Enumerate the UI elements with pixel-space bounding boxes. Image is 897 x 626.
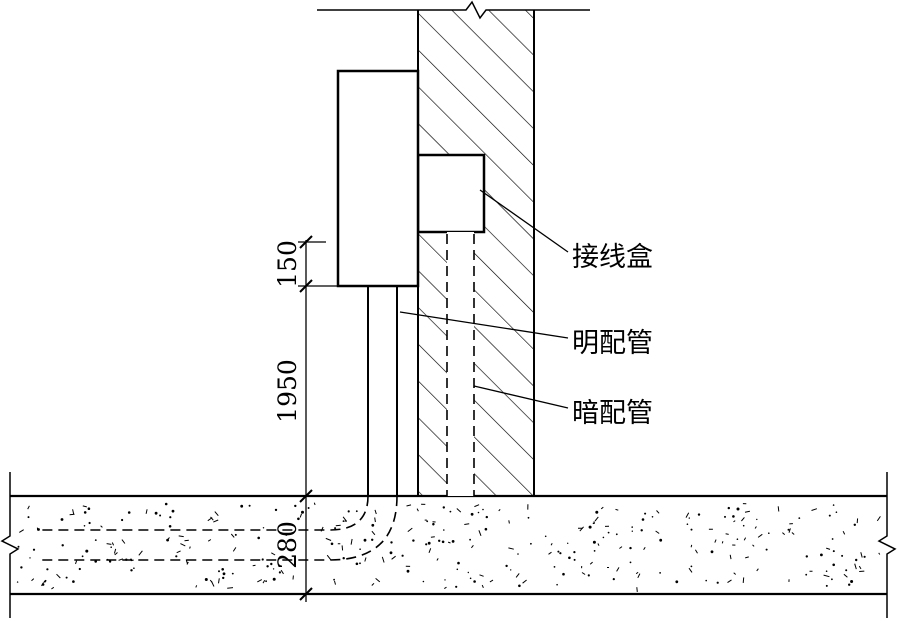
slab-conduit <box>40 495 398 561</box>
dim-280: 280 <box>273 521 302 569</box>
dim-1950: 1950 <box>273 359 302 423</box>
junction-box <box>416 153 486 234</box>
junction-box-label: 接线盒 <box>572 242 653 273</box>
left-break-line <box>0 472 20 618</box>
dimension-line <box>298 235 338 602</box>
surface-conduit-label: 明配管 <box>572 328 653 359</box>
top-break-line <box>317 0 590 20</box>
concealed-conduit <box>446 232 475 496</box>
dim-150: 150 <box>273 240 302 288</box>
wall-section <box>417 10 535 496</box>
floor-slab <box>10 494 887 596</box>
leader-lines <box>399 189 569 409</box>
right-break-line <box>877 472 897 618</box>
concealed-conduit-label: 暗配管 <box>572 398 653 429</box>
concrete-aggregate <box>16 502 881 592</box>
surface-conduit <box>361 285 404 496</box>
distribution-box <box>336 69 420 288</box>
